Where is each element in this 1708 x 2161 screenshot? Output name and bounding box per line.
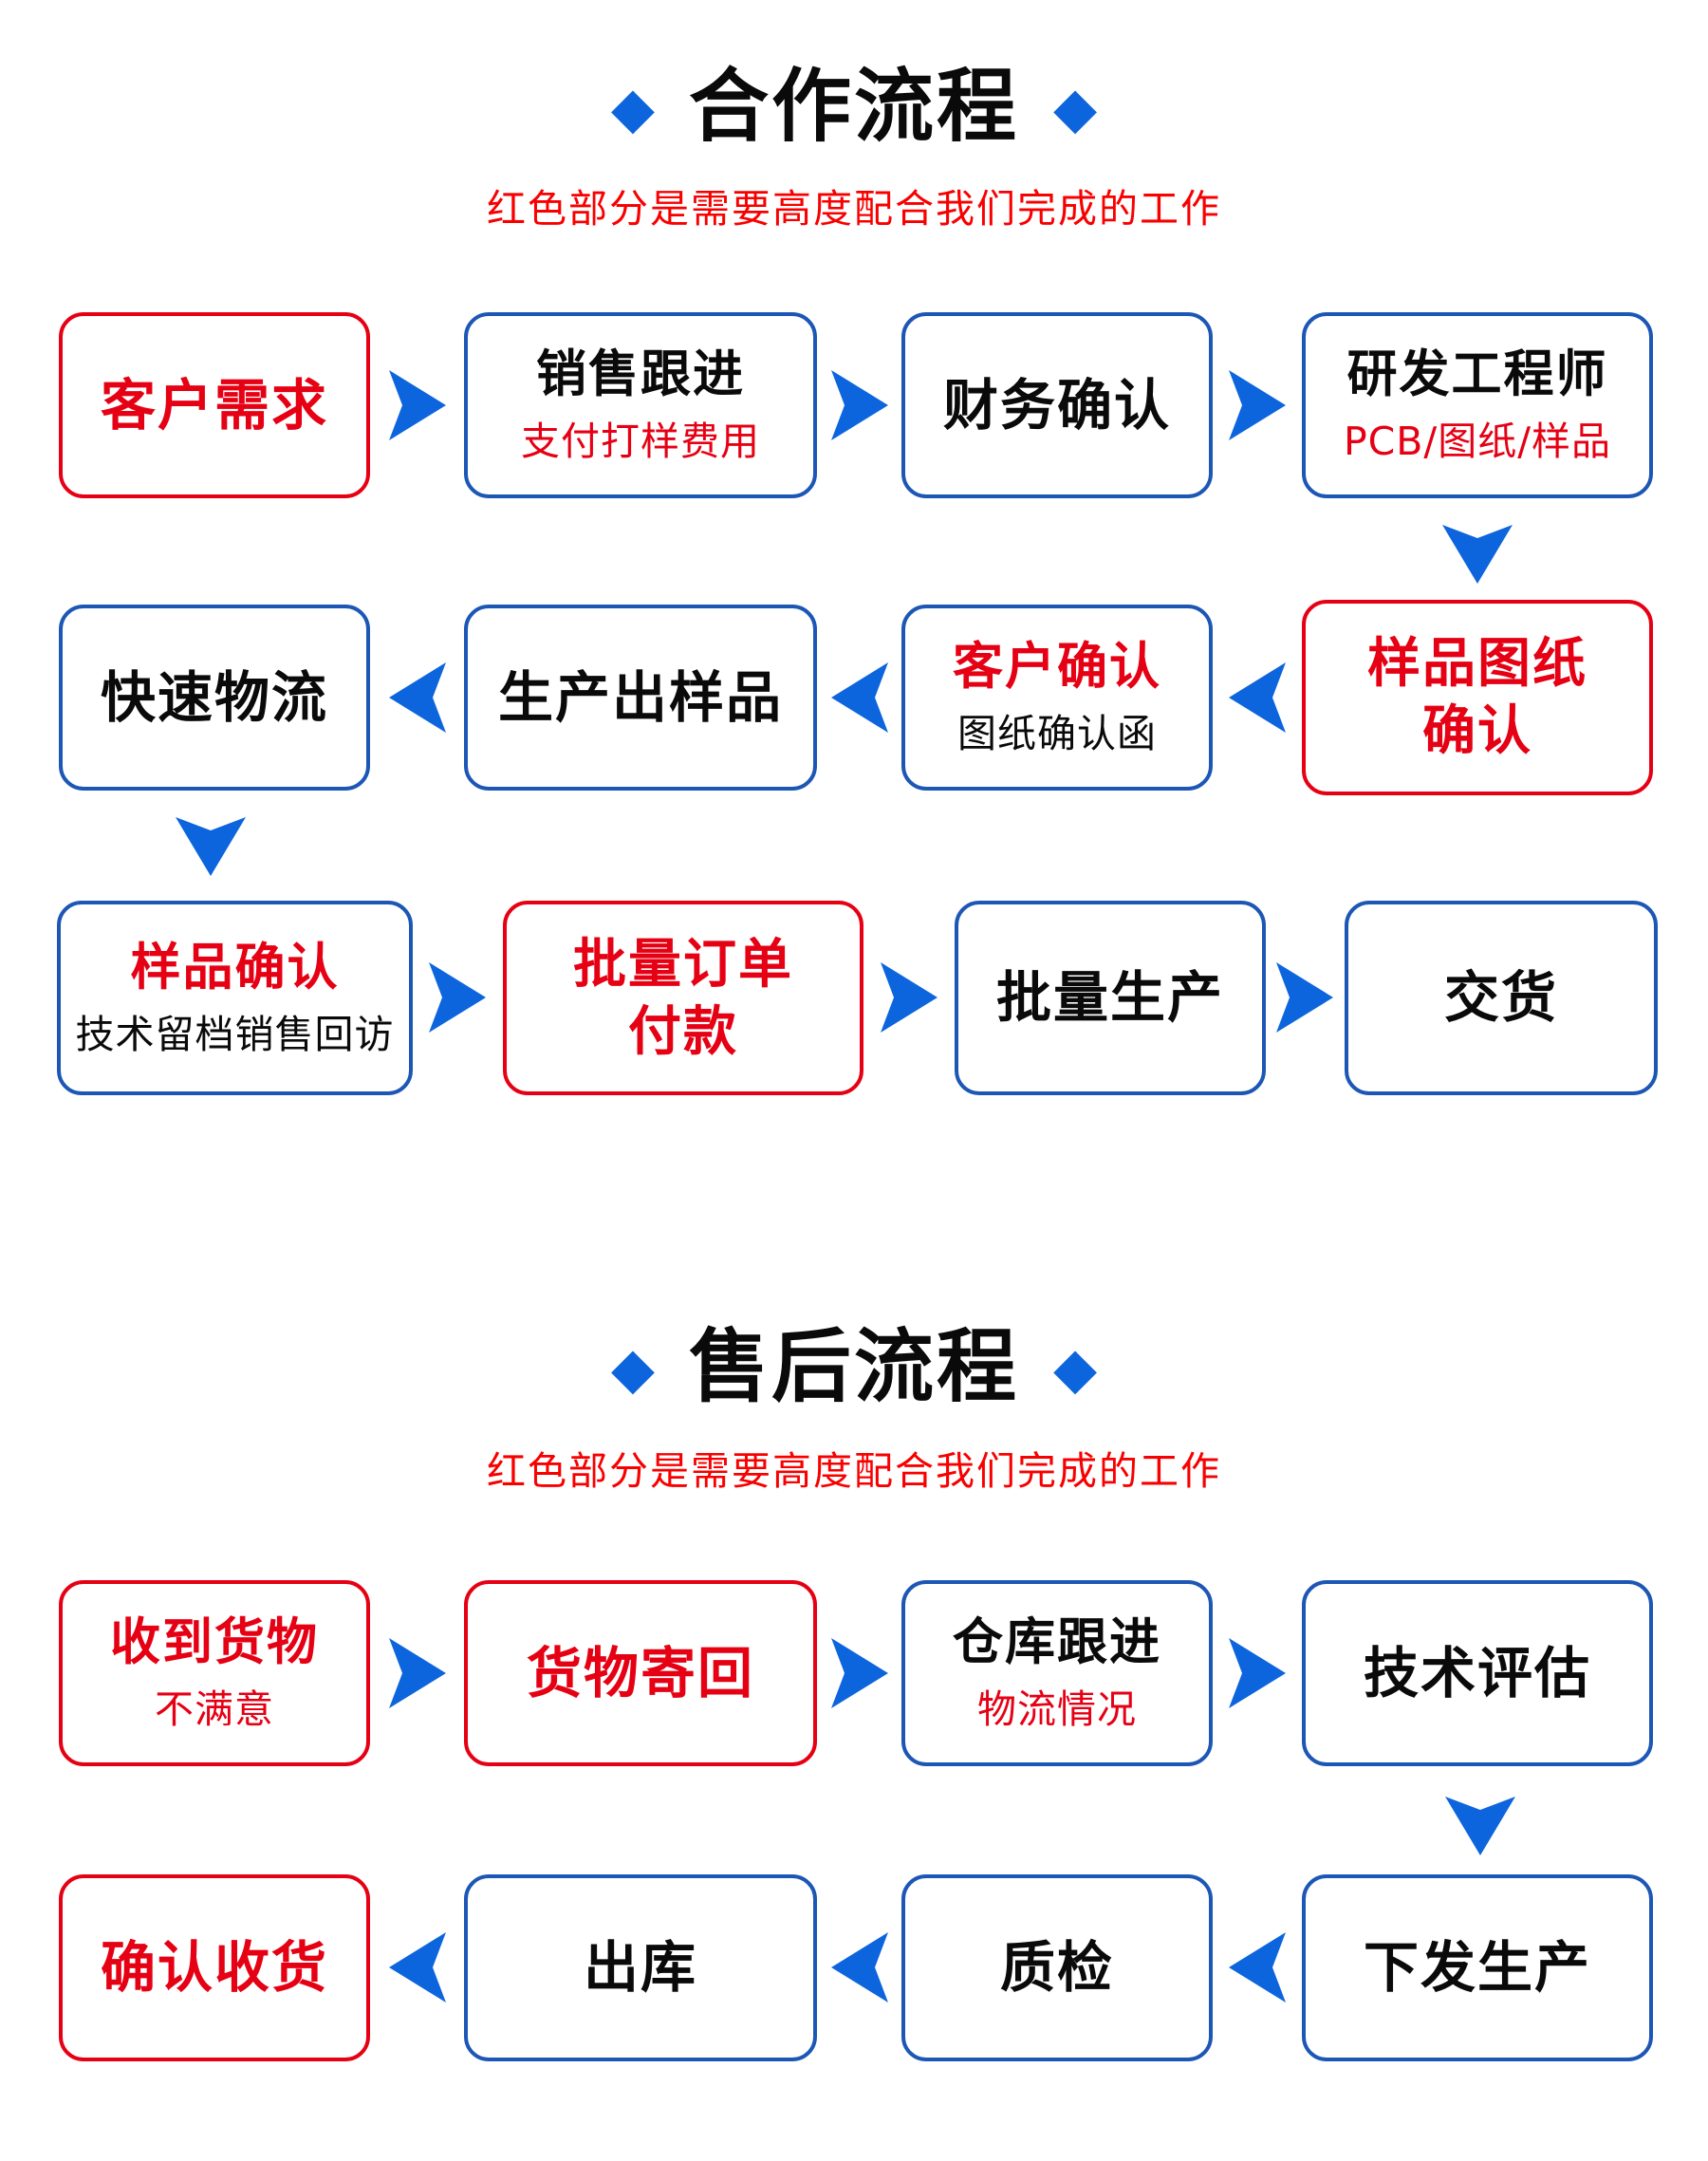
flow-arrow-right-icon	[830, 1637, 889, 1709]
section-subtitle: 红色部分是需要高度配合我们完成的工作	[487, 1448, 1221, 1494]
box-quality-inspection: 质检	[901, 1874, 1213, 2061]
flow-arrow-right-icon	[428, 961, 487, 1034]
box-rd-engineer: 研发工程师 PCB/图纸/样品	[1302, 312, 1653, 498]
section-cooperation-title-row: ◆ 合作流程 ◆	[0, 66, 1708, 146]
box-warehouse-follow-up: 仓库跟进 物流情况	[901, 1580, 1213, 1766]
box-title: 生产出样品	[497, 664, 783, 730]
box-title: 收到货物	[110, 1613, 319, 1672]
flow-arrow-left-icon	[388, 1931, 447, 2003]
box-title: 货物寄回	[526, 1640, 754, 1705]
box-issue-production: 下发生产	[1302, 1874, 1653, 2061]
box-title: 确认收货	[100, 1935, 328, 2001]
box-title: 样品确认	[130, 938, 340, 997]
box-title: 财务确认	[942, 372, 1171, 438]
flow-arrow-left-icon	[830, 661, 889, 734]
flow-arrow-down-icon	[175, 816, 247, 877]
box-title: 交货	[1443, 965, 1558, 1031]
box-title: 质检	[999, 1935, 1114, 2001]
box-subtitle: 支付打样费用	[521, 419, 760, 465]
box-customer-confirm: 客户确认 图纸确认函	[901, 605, 1213, 791]
diamond-icon: ◆	[1053, 1335, 1098, 1402]
flow-arrow-down-icon	[1444, 1796, 1516, 1856]
box-title: 技术评估	[1363, 1640, 1591, 1705]
box-subtitle: 确认	[1422, 700, 1532, 763]
flow-arrow-right-icon	[830, 369, 889, 441]
box-fast-logistics: 快速物流	[59, 605, 370, 791]
box-subtitle: PCB/图纸/样品	[1343, 419, 1612, 465]
box-title: 研发工程师	[1346, 345, 1608, 404]
box-title: 下发生产	[1363, 1935, 1591, 2001]
box-subtitle: 付款	[628, 1000, 738, 1063]
box-sales-follow-up: 销售跟进 支付打样费用	[464, 312, 817, 498]
box-goods-received: 收到货物 不满意	[59, 1580, 370, 1766]
box-title: 仓库跟进	[953, 1613, 1161, 1672]
box-outbound: 出库	[464, 1874, 817, 2061]
diamond-icon: ◆	[1053, 75, 1098, 141]
box-title: 销售跟进	[536, 345, 745, 404]
box-subtitle: 物流情况	[977, 1686, 1137, 1733]
box-title: 批量生产	[995, 965, 1224, 1031]
box-bulk-order-payment: 批量订单 付款	[503, 901, 863, 1095]
box-sample-confirm: 样品确认 技术留档销售回访	[57, 901, 413, 1095]
flow-arrow-left-icon	[1228, 1931, 1287, 2003]
box-confirm-receipt: 确认收货	[59, 1874, 370, 2061]
box-title: 快速物流	[100, 664, 328, 730]
box-subtitle: 图纸确认函	[957, 711, 1157, 757]
box-title: 客户确认	[953, 638, 1161, 697]
box-subtitle: 技术留档销售回访	[75, 1011, 395, 1057]
box-sample-drawing-confirm: 样品图纸 确认	[1302, 600, 1653, 795]
box-technical-evaluation: 技术评估	[1302, 1580, 1653, 1766]
flow-arrow-left-icon	[388, 661, 447, 734]
box-delivery: 交货	[1345, 901, 1658, 1095]
flow-arrow-right-icon	[388, 369, 447, 441]
diamond-icon: ◆	[610, 1335, 655, 1402]
section-title: 售后流程	[688, 1320, 1019, 1413]
flow-arrow-right-icon	[1228, 1637, 1287, 1709]
diamond-icon: ◆	[610, 75, 655, 141]
section-title: 合作流程	[688, 60, 1019, 153]
box-title: 客户需求	[100, 372, 328, 438]
flow-arrow-left-icon	[1228, 661, 1287, 734]
box-title: 批量订单	[573, 933, 793, 996]
flow-arrow-left-icon	[830, 1931, 889, 2003]
flow-arrow-right-icon	[1228, 369, 1287, 441]
box-title: 出库	[583, 1935, 697, 2001]
box-finance-confirm: 财务确认	[901, 312, 1213, 498]
box-subtitle: 不满意	[155, 1686, 274, 1733]
box-customer-requirement: 客户需求	[59, 312, 370, 498]
flow-arrow-right-icon	[880, 961, 938, 1034]
flow-arrow-right-icon	[388, 1637, 447, 1709]
box-produce-sample: 生产出样品	[464, 605, 817, 791]
box-title: 样品图纸	[1367, 633, 1587, 695]
box-bulk-production: 批量生产	[955, 901, 1266, 1095]
box-goods-return: 货物寄回	[464, 1580, 817, 1766]
section-after-sales-title-row: ◆ 售后流程 ◆	[0, 1327, 1708, 1407]
flow-arrow-right-icon	[1275, 961, 1334, 1034]
section-subtitle: 红色部分是需要高度配合我们完成的工作	[487, 186, 1221, 232]
flow-arrow-down-icon	[1441, 524, 1513, 585]
